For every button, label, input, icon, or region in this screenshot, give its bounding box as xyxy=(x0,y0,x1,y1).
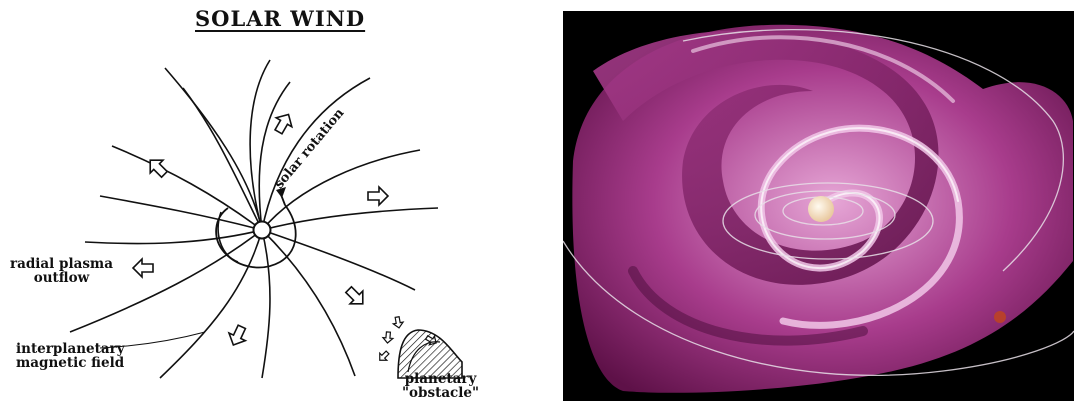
solar-wind-diagram: SOLAR WIND solar rotation radial plasma … xyxy=(0,0,545,401)
current-sheet-drawing xyxy=(563,11,1074,401)
label-line: planetary xyxy=(402,372,479,386)
outflow-arrow xyxy=(368,187,388,205)
label-line: radial plasma xyxy=(10,257,113,271)
label-line: magnetic field xyxy=(16,356,125,370)
outflow-arrow xyxy=(225,323,250,349)
interplanetary-magnetic-field-label: interplanetary magnetic field xyxy=(16,342,125,370)
outflow-arrow xyxy=(271,110,297,136)
heliospheric-current-sheet-illustration xyxy=(563,11,1074,401)
outflow-arrow xyxy=(342,283,369,310)
outflow-arrow xyxy=(144,154,171,181)
field-lines xyxy=(70,60,438,378)
planet xyxy=(994,311,1006,323)
sun xyxy=(808,196,834,222)
diagram-title: SOLAR WIND xyxy=(195,8,365,30)
outflow-arrow xyxy=(133,259,153,277)
label-line: outflow xyxy=(10,271,113,285)
planetary-obstacle-label: planetary "obstacle" xyxy=(402,372,479,400)
radial-plasma-outflow-label: radial plasma outflow xyxy=(10,257,113,285)
label-line: interplanetary xyxy=(16,342,125,356)
label-line: "obstacle" xyxy=(402,386,479,400)
sun-circle xyxy=(254,222,271,239)
